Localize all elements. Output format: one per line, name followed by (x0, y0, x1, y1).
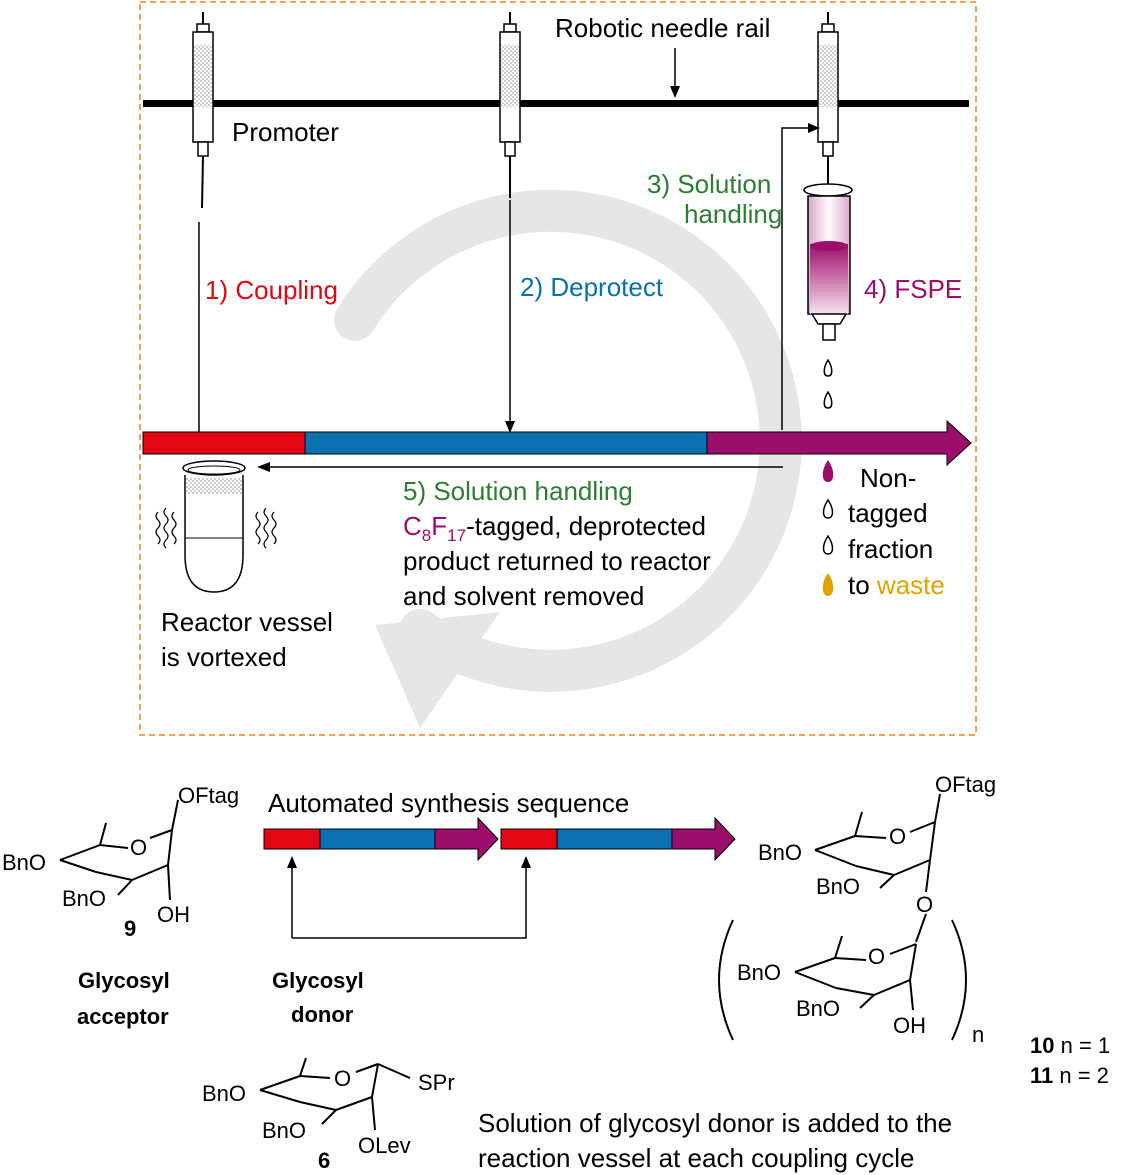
chem-label: OLev (358, 1133, 411, 1158)
chem-label: BnO (202, 1081, 246, 1106)
sequence-arrow (263, 816, 499, 862)
sequence-arrow (500, 816, 736, 862)
acceptor-label: Glycosyl (78, 968, 170, 993)
legend-text: to waste (848, 570, 945, 600)
chem-label: n (972, 1022, 984, 1047)
step-solution-handling-label: 3) Solution (647, 169, 771, 199)
reactor-label: is vortexed (161, 642, 287, 672)
donor-note: reaction vessel at each coupling cycle (478, 1143, 914, 1173)
chem-label: OFtag (178, 783, 239, 808)
legend-text: tagged (848, 498, 928, 528)
promoter-label: Promoter (232, 117, 339, 147)
chem-label: SPr (418, 1070, 455, 1095)
step-return-desc: and solvent removed (403, 581, 644, 611)
chem-label: BnO (796, 996, 840, 1021)
donor-label: Glycosyl (272, 968, 364, 993)
syringe-icon (192, 12, 214, 209)
chem-label: BnO (2, 850, 46, 875)
fspe-cartridge-icon (803, 183, 853, 409)
cycle-arrow (334, 189, 802, 728)
drop-legend (822, 460, 834, 596)
needle-rail (143, 100, 969, 107)
process-frame (139, 1, 977, 736)
step-coupling-label: 1) Coupling (205, 275, 338, 305)
chem-label: OH (157, 902, 190, 927)
chem-label: O (916, 892, 933, 917)
chem-label: O (334, 1066, 351, 1091)
product-label: 10 n = 1 (1030, 1033, 1110, 1058)
chem-label: OFtag (935, 772, 996, 797)
compound-number: 9 (124, 916, 136, 941)
legend-text: Non- (860, 463, 916, 493)
step-deprotect-label: 2) Deprotect (520, 272, 664, 302)
chem-label: BnO (816, 874, 860, 899)
chem-label: O (868, 944, 885, 969)
chem-label: OH (893, 1013, 926, 1038)
chem-label: BnO (737, 960, 781, 985)
chem-label: O (889, 824, 906, 849)
reactor-label: Reactor vessel (161, 607, 333, 637)
compound-6-structure (259, 1057, 411, 1131)
syringe-icon (817, 12, 839, 185)
donor-note: Solution of glycosyl donor is added to t… (478, 1108, 952, 1138)
product-label: 11 n = 2 (1030, 1063, 1109, 1088)
step-return-title: 5) Solution handling (403, 476, 633, 506)
acceptor-label: acceptor (77, 1004, 169, 1029)
syringe-icon (499, 12, 521, 198)
product-structure (718, 793, 967, 1041)
donor-label: donor (291, 1002, 354, 1027)
step-return-desc: product returned to reactor (403, 546, 711, 576)
step-solution-handling-label: handling (684, 199, 782, 229)
compound-9-structure (59, 799, 179, 901)
legend-text: fraction (848, 534, 933, 564)
chem-label: BnO (262, 1118, 306, 1143)
step-return-desc: C8F17-tagged, deprotected (403, 511, 706, 545)
step-fspe-label: 4) FSPE (864, 274, 962, 304)
rail-label: Robotic needle rail (555, 13, 770, 43)
process-bar (142, 419, 972, 467)
compound-number: 6 (318, 1148, 330, 1173)
chem-label: BnO (62, 886, 106, 911)
automated-sequence-label: Automated synthesis sequence (268, 788, 629, 818)
chem-label: O (130, 835, 147, 860)
chem-label: BnO (758, 840, 802, 865)
reactor-vessel-icon (155, 460, 277, 593)
